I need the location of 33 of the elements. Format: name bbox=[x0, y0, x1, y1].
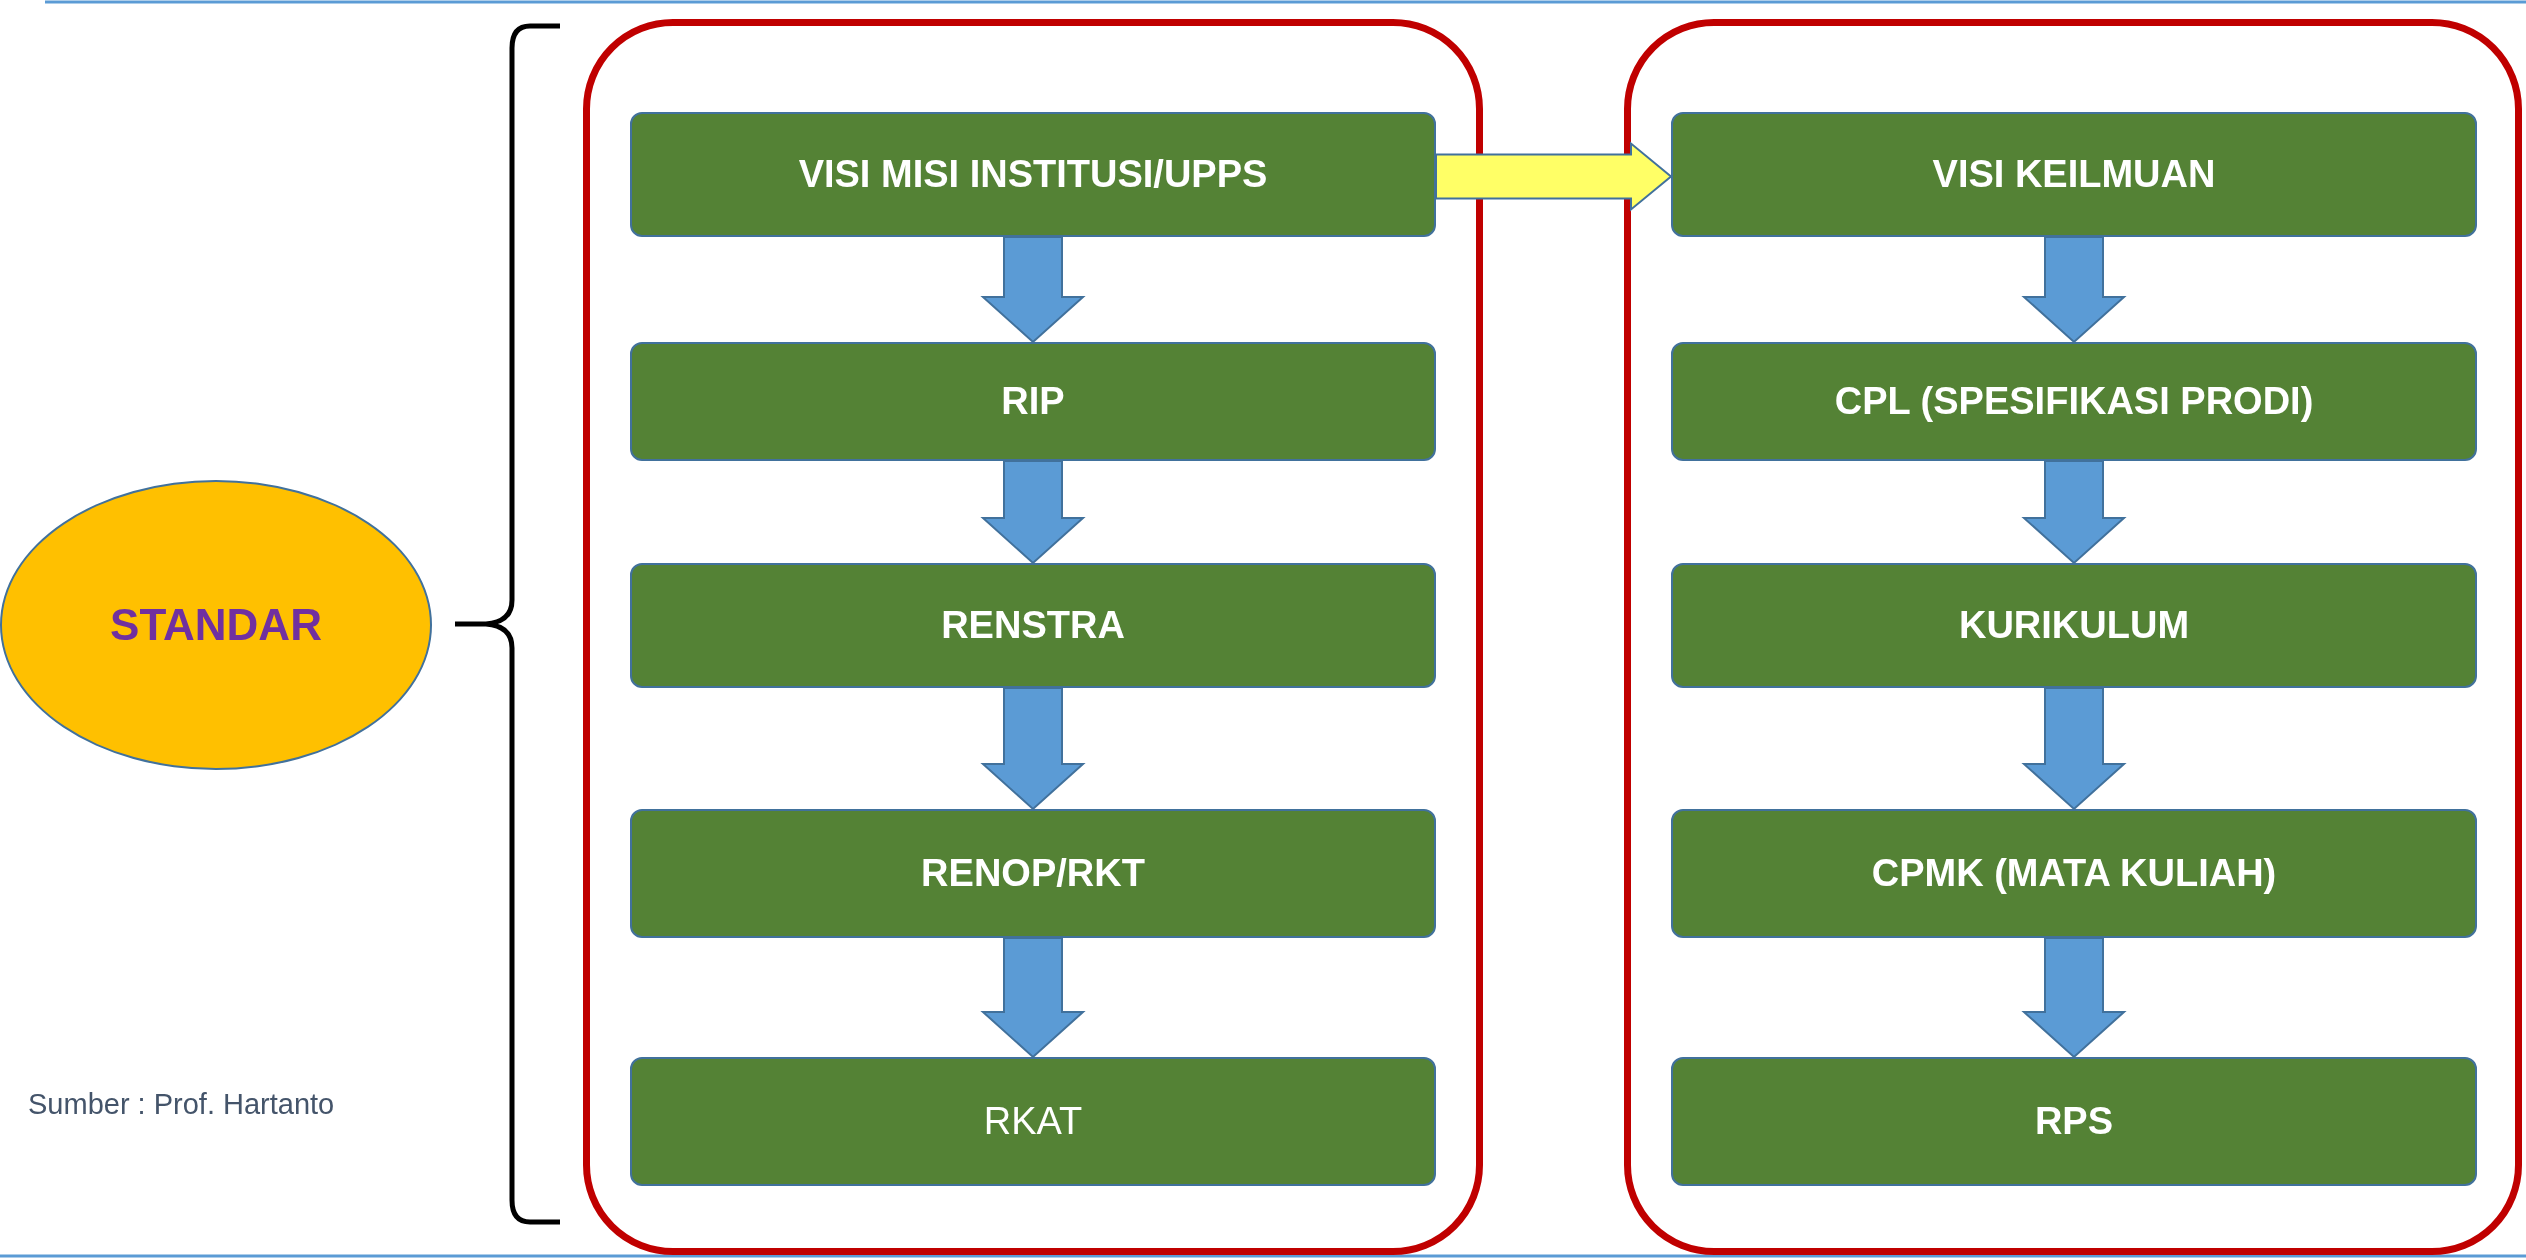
process-box bbox=[630, 342, 1436, 461]
process-box bbox=[1671, 112, 2477, 237]
process-box bbox=[630, 112, 1436, 237]
block-arrow bbox=[980, 460, 1086, 565]
source-note: Sumber : Prof. Hartanto bbox=[28, 1088, 335, 1121]
step-label: CPMK (MATA KULIAH) bbox=[1871, 852, 2277, 895]
block-arrow bbox=[2021, 937, 2127, 1059]
group-frame bbox=[1624, 19, 2522, 1255]
block-arrow bbox=[1435, 141, 1673, 212]
step-label: VISI MISI INSTITUSI/UPPS bbox=[798, 153, 1268, 196]
process-box bbox=[630, 1057, 1436, 1186]
step-label: CPL (SPESIFIKASI PRODI) bbox=[1834, 380, 2314, 423]
step-label: RKAT bbox=[983, 1100, 1083, 1143]
block-arrow bbox=[2021, 236, 2127, 344]
block-arrow bbox=[2021, 687, 2127, 811]
step-label: VISI KEILMUAN bbox=[1932, 153, 2216, 196]
group-frame bbox=[583, 19, 1483, 1255]
process-box bbox=[1671, 563, 2477, 688]
process-box bbox=[1671, 809, 2477, 938]
step-label: RENOP/RKT bbox=[921, 852, 1145, 895]
process-box bbox=[1671, 342, 2477, 461]
process-box bbox=[1671, 1057, 2477, 1186]
block-arrow bbox=[980, 236, 1086, 344]
step-label: RIP bbox=[1001, 380, 1065, 423]
process-box bbox=[630, 563, 1436, 688]
step-label: RENSTRA bbox=[941, 604, 1125, 647]
block-arrow bbox=[980, 937, 1086, 1059]
block-arrow bbox=[980, 687, 1086, 811]
process-box bbox=[630, 809, 1436, 938]
block-arrow bbox=[2021, 460, 2127, 565]
step-label: RPS bbox=[2034, 1100, 2114, 1143]
step-label: KURIKULUM bbox=[1958, 604, 2190, 647]
node-title: STANDAR bbox=[110, 600, 322, 650]
